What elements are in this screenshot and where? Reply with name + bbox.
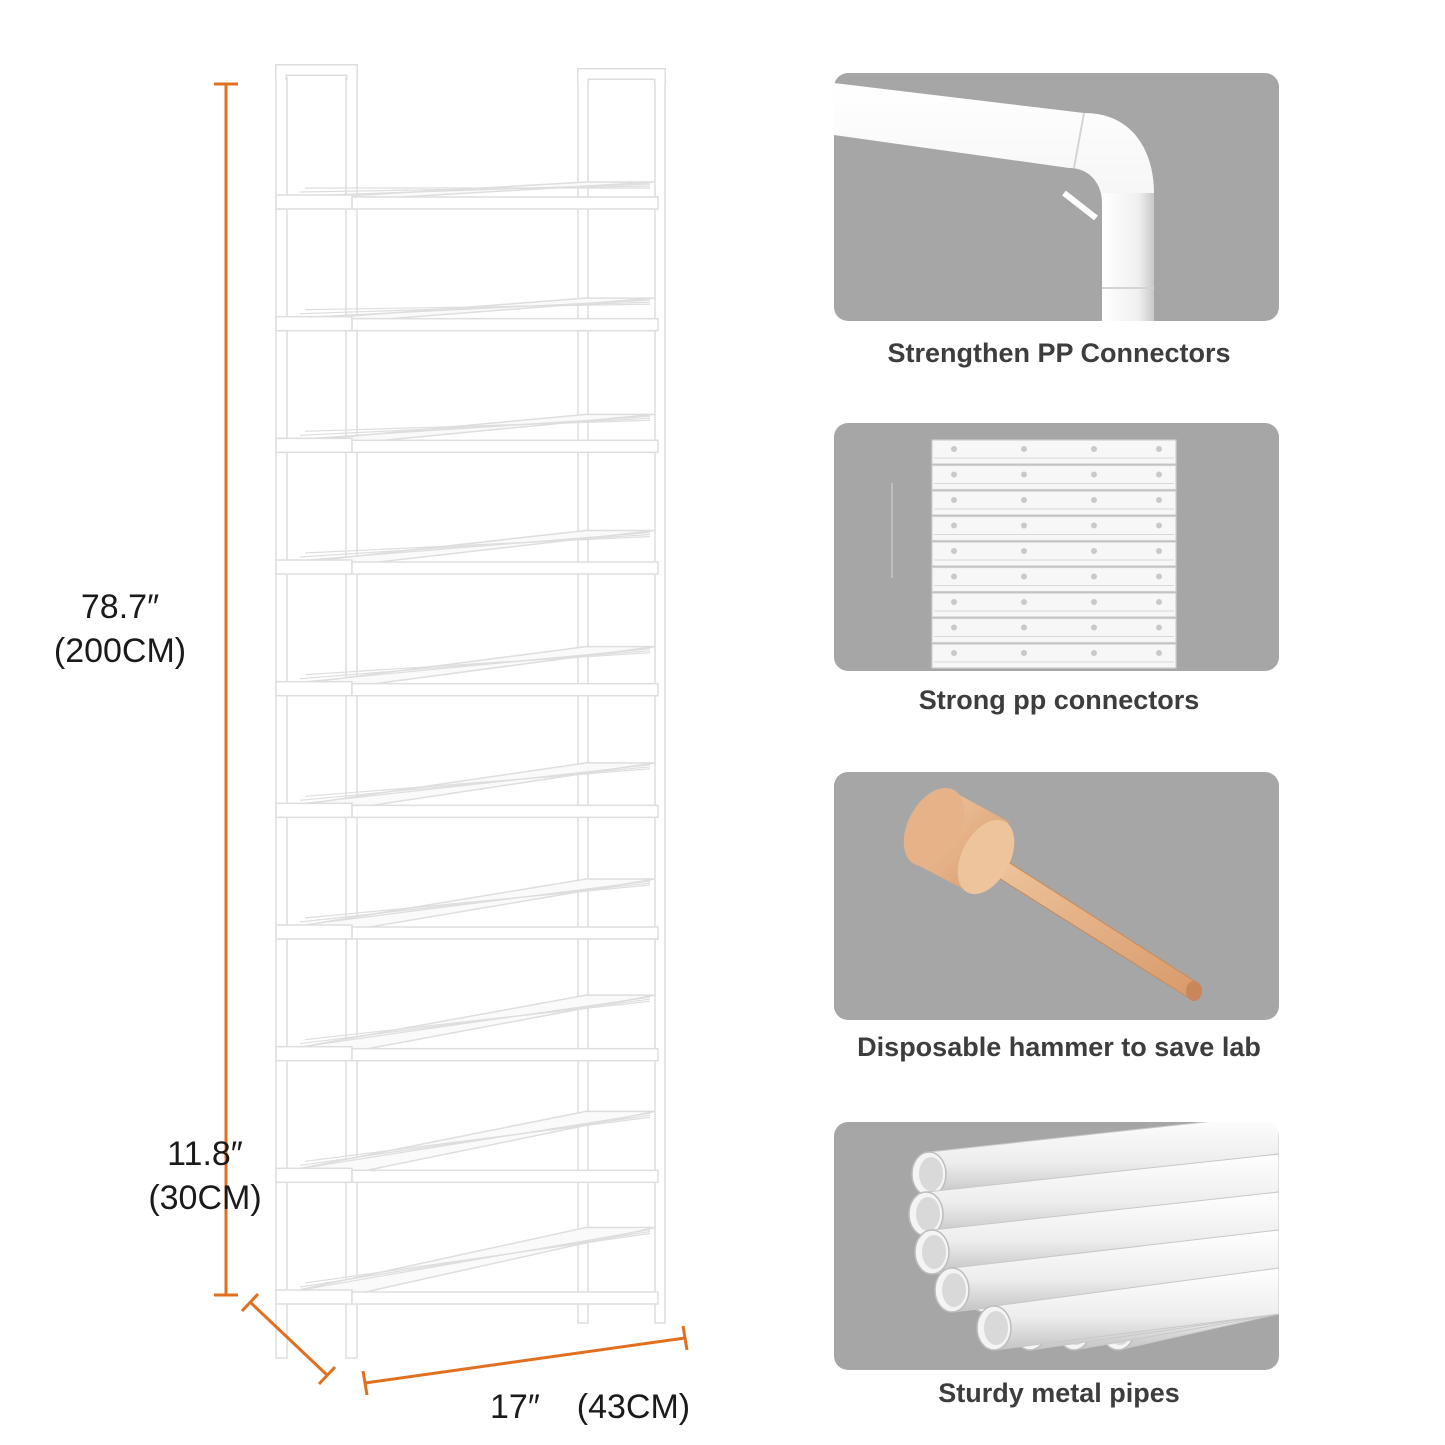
feature-panel-connector-elbow	[834, 73, 1279, 321]
connector-strip-icon	[891, 439, 1177, 669]
measurement-lines	[214, 82, 689, 1396]
width-inches: 17″	[490, 1388, 540, 1426]
feature-caption-1: Strengthen PP Connectors	[887, 338, 1231, 368]
feature-panel-pipes	[834, 1122, 1279, 1370]
height-cm: (200CM)	[53, 632, 187, 671]
connector-strip	[931, 643, 1177, 669]
depth-measure-line	[248, 1300, 329, 1377]
feature-panel-connector-strip	[834, 423, 1279, 671]
rack-shelf	[275, 413, 659, 454]
rack-shelf	[275, 645, 659, 697]
feature-panel-hammer	[834, 772, 1279, 1020]
depth-measure-cap-top	[240, 1292, 260, 1313]
rack-shelf	[275, 529, 659, 575]
width-measure-line	[364, 1336, 686, 1385]
metal-pipe	[914, 1191, 1279, 1275]
rack-shelf	[275, 762, 659, 819]
metal-pipe	[934, 1229, 1279, 1313]
depth-measure-cap-bottom	[317, 1365, 337, 1386]
rack-shelf	[275, 994, 659, 1062]
metal-pipe	[908, 1153, 1279, 1237]
connector-strip	[931, 464, 1177, 491]
rack-shelf	[275, 1226, 659, 1305]
shoe-rack	[275, 64, 666, 1359]
rack-shelf	[275, 878, 659, 940]
connector-strip	[931, 566, 1177, 593]
connector-strip	[931, 617, 1177, 644]
connector-strip	[931, 439, 1177, 465]
width-cm: (43CM)	[576, 1388, 691, 1426]
depth-label: 11.8″ (30CM)	[125, 1132, 285, 1220]
depth-cm: (30CM)	[148, 1179, 262, 1218]
connector-strip	[931, 592, 1177, 618]
elbow-connector-icon	[834, 83, 1154, 321]
feature-caption-3: Disposable hammer to save lab	[857, 1032, 1261, 1062]
width-measure-cap-left	[361, 1370, 369, 1396]
pipe-bundle-icon	[908, 1122, 1279, 1351]
connector-strip	[931, 541, 1177, 567]
height-inches: 78.7″	[80, 588, 160, 626]
metal-pipe	[976, 1267, 1279, 1351]
metal-pipe	[911, 1122, 1279, 1197]
shoe-rack-illustration	[275, 64, 666, 1359]
width-label: 17″ (43CM)	[490, 1385, 690, 1429]
width-measure-cap-right	[681, 1325, 689, 1351]
wooden-mallet-icon	[903, 787, 1202, 1001]
rack-shelf	[275, 181, 659, 210]
rack-shelf	[275, 297, 659, 332]
height-label: 78.7″ (200CM)	[40, 585, 200, 673]
feature-caption-4: Sturdy metal pipes	[938, 1378, 1180, 1408]
rack-shelf	[275, 1110, 659, 1184]
feature-caption-2: Strong pp connectors	[918, 685, 1200, 715]
connector-strip	[931, 515, 1177, 542]
depth-inches: 11.8″	[167, 1135, 243, 1173]
connector-strip	[931, 490, 1177, 516]
